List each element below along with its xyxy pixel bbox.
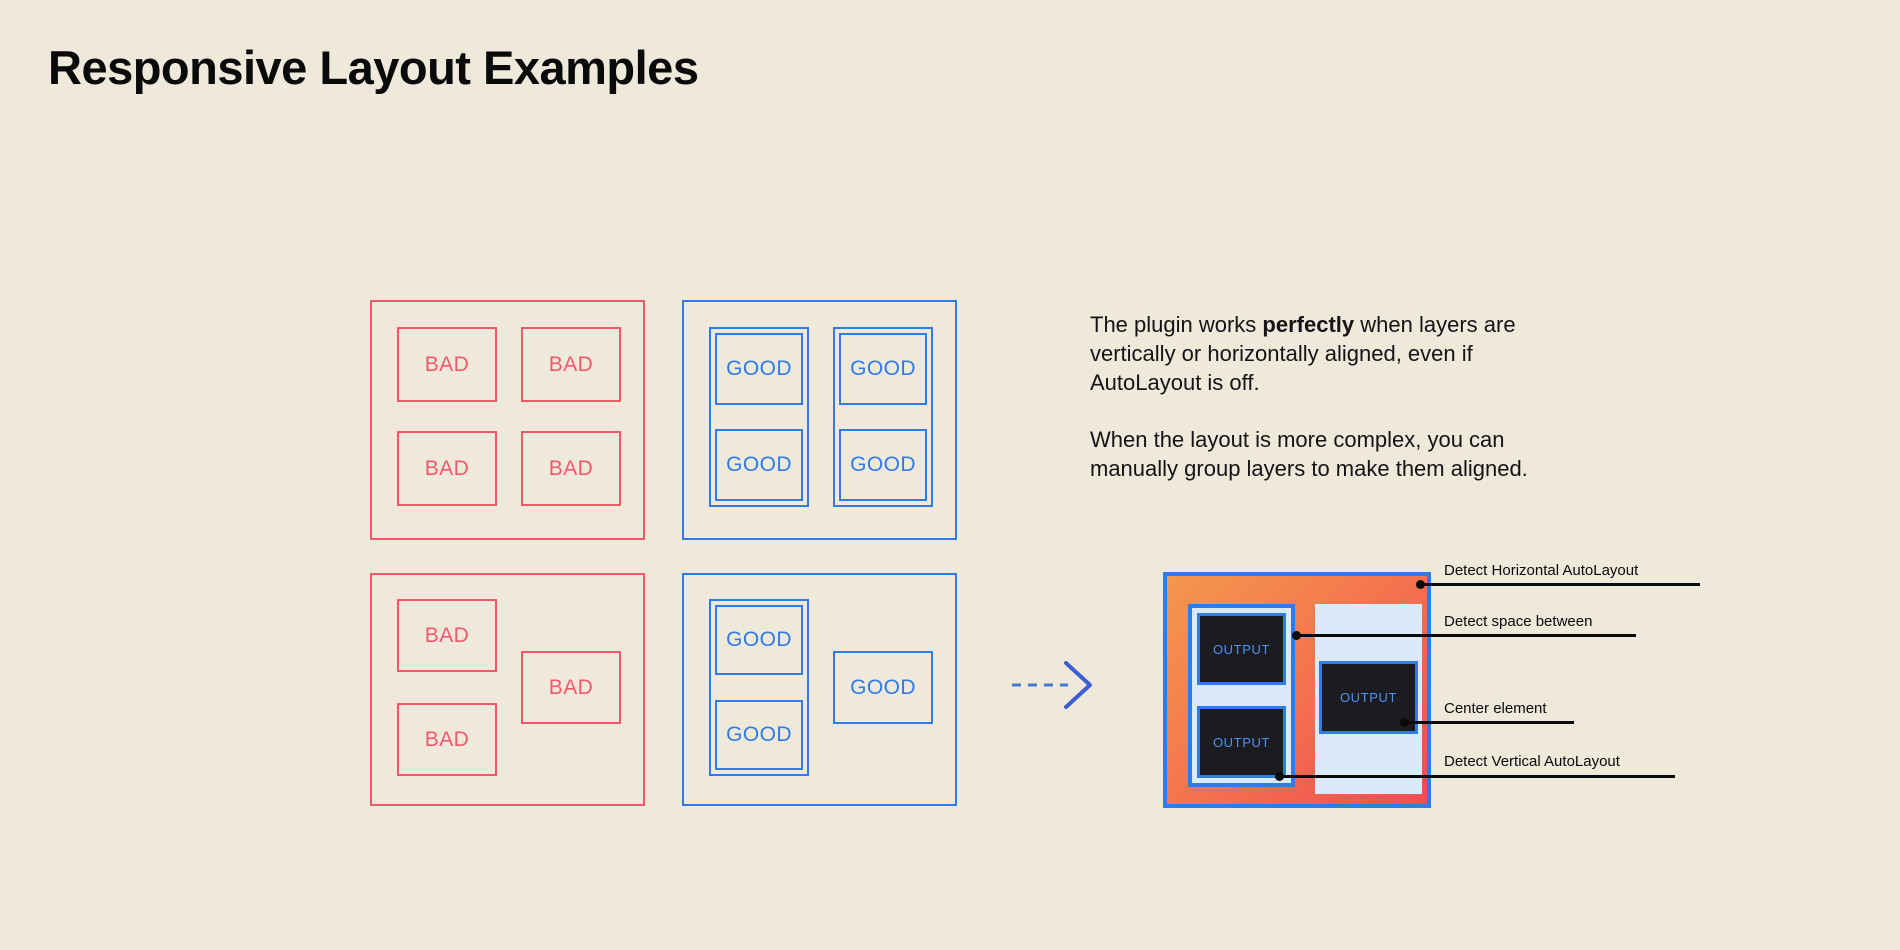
detection-preview-diagram: OUTPUT OUTPUT OUTPUT — [1163, 572, 1431, 808]
example-box-label: BAD — [424, 352, 470, 376]
callout-anchor-dot — [1275, 772, 1284, 781]
callout-rule — [1404, 721, 1574, 724]
output-box: OUTPUT — [1197, 613, 1286, 685]
output-box-label: OUTPUT — [1212, 641, 1271, 657]
layer-group-right: GOOD GOOD — [833, 327, 933, 507]
callout-rule — [1296, 634, 1636, 637]
example-box-bad: BAD — [397, 599, 497, 672]
callout-anchor-dot — [1292, 631, 1301, 640]
output-box-label: OUTPUT — [1339, 690, 1398, 705]
copy-p1-emphasis: perfectly — [1262, 312, 1355, 337]
example-box-label: BAD — [424, 727, 470, 751]
example-box-bad: BAD — [521, 431, 621, 506]
layer-group-stack: GOOD GOOD — [709, 599, 809, 776]
copy-paragraph-2: When the layout is more complex, you can… — [1090, 427, 1528, 481]
example-box-good: GOOD — [715, 605, 803, 675]
copy-p1-after: when layers are vertically or horizontal… — [1090, 312, 1516, 395]
example-box-good: GOOD — [839, 333, 927, 405]
example-box-good: GOOD — [839, 429, 927, 501]
example-box-bad: BAD — [521, 651, 621, 724]
vertical-autolayout-group: OUTPUT OUTPUT — [1188, 604, 1295, 787]
centered-element-group: OUTPUT — [1315, 604, 1422, 794]
example-box-good: GOOD — [715, 333, 803, 405]
copy-paragraph-1: The plugin works perfectly when layers a… — [1090, 310, 1560, 397]
example-box-label: GOOD — [726, 357, 792, 380]
example-box-good: GOOD — [715, 700, 803, 770]
callout-label-space-between: Detect space between — [1444, 613, 1593, 630]
example-box-bad: BAD — [397, 703, 497, 776]
example-box-label: GOOD — [850, 675, 916, 699]
layer-group-left: GOOD GOOD — [709, 327, 809, 507]
output-box: OUTPUT — [1197, 706, 1286, 778]
example-box-label: GOOD — [726, 453, 792, 476]
example-panel-bad-grid: BAD BAD BAD BAD — [370, 300, 645, 540]
callout-label-center-element: Center element — [1444, 700, 1547, 717]
explanatory-copy: The plugin works perfectly when layers a… — [1090, 310, 1560, 483]
example-box-label: GOOD — [726, 628, 792, 651]
example-box-label: BAD — [548, 675, 594, 699]
example-box-good: GOOD — [833, 651, 933, 724]
callout-label-vertical-autolayout: Detect Vertical AutoLayout — [1444, 753, 1620, 770]
example-box-bad: BAD — [397, 327, 497, 402]
callout-rule — [1279, 775, 1675, 778]
output-box-label: OUTPUT — [1212, 734, 1271, 750]
page-title: Responsive Layout Examples — [48, 41, 699, 94]
example-box-label: BAD — [548, 456, 594, 480]
callout-anchor-dot — [1416, 580, 1425, 589]
example-box-label: BAD — [424, 623, 470, 647]
example-box-label: GOOD — [850, 453, 916, 476]
copy-p1-before: The plugin works — [1090, 312, 1263, 337]
example-box-label: GOOD — [726, 723, 792, 746]
example-box-bad: BAD — [397, 431, 497, 506]
dashed-arrow-right-icon — [1010, 660, 1100, 710]
example-box-label: GOOD — [850, 357, 916, 380]
example-box-good: GOOD — [715, 429, 803, 501]
example-panel-good-grid: GOOD GOOD GOOD GOOD — [682, 300, 957, 540]
callout-label-horizontal-autolayout: Detect Horizontal AutoLayout — [1444, 562, 1639, 579]
example-box-label: BAD — [548, 352, 594, 376]
example-panel-bad-complex: BAD BAD BAD — [370, 573, 645, 806]
example-box-label: BAD — [424, 456, 470, 480]
callout-rule — [1420, 583, 1700, 586]
callout-anchor-dot — [1400, 718, 1409, 727]
example-box-bad: BAD — [521, 327, 621, 402]
example-panel-good-complex: GOOD GOOD GOOD — [682, 573, 957, 806]
